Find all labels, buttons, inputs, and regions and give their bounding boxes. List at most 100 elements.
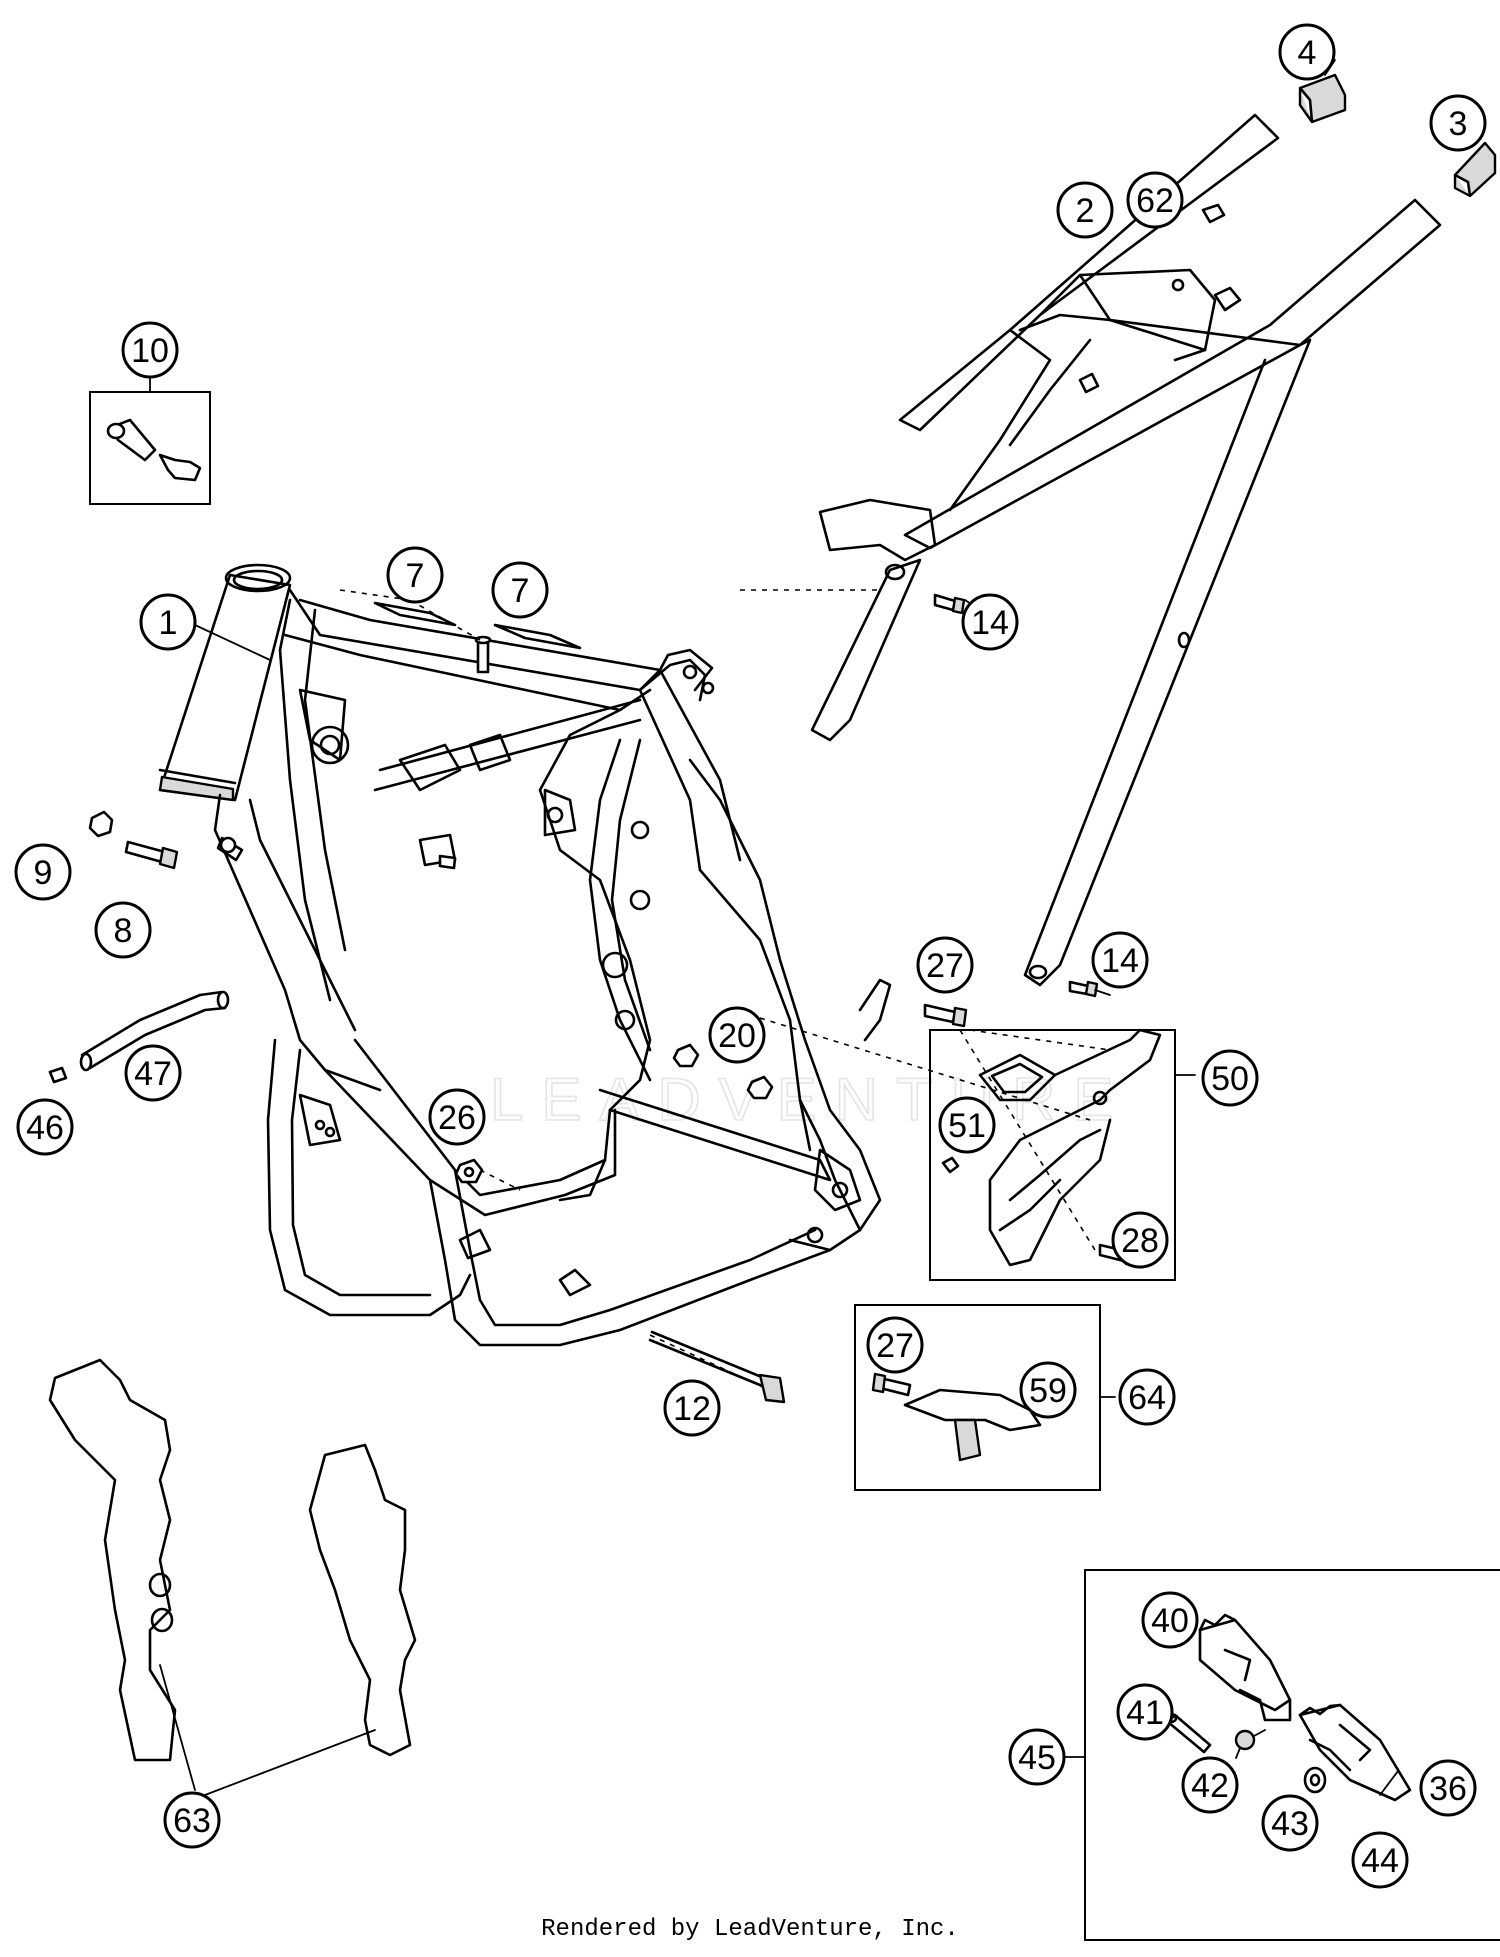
callout-label: 62	[1136, 182, 1174, 220]
callout-circle	[866, 1316, 924, 1374]
bolt-8	[124, 840, 179, 870]
pin-41	[1164, 1712, 1212, 1754]
callout-circle	[1141, 1591, 1199, 1649]
callout-label: 14	[1101, 942, 1139, 980]
callout-label: 7	[406, 557, 425, 595]
callout-62: 62	[1126, 171, 1184, 229]
callout-2: 2	[1056, 181, 1114, 239]
main-frame-drawing	[158, 563, 892, 1347]
callout-label: 27	[926, 947, 964, 985]
bushing-62	[1201, 203, 1226, 224]
callout-label: 2	[1076, 192, 1095, 230]
washer-51	[941, 1156, 960, 1174]
bolt-27-b	[871, 1372, 912, 1397]
callout-label: 43	[1271, 1805, 1309, 1843]
callout-label: 63	[173, 1802, 211, 1840]
callout-circle	[708, 1006, 766, 1064]
callout-circle	[1429, 94, 1487, 152]
callout-label: 7	[511, 572, 530, 610]
lock-10	[106, 418, 202, 482]
callout-label: 12	[673, 1390, 711, 1428]
callout-label: 45	[1018, 1739, 1056, 1777]
callout-label: 9	[34, 854, 53, 892]
callout-circle	[94, 901, 152, 959]
callout-label: 3	[1449, 105, 1468, 143]
callout-label: 28	[1121, 1222, 1159, 1260]
frame-protector-63-right	[308, 1443, 417, 1757]
callout-label: 42	[1191, 1767, 1229, 1805]
spring-42	[1234, 1729, 1266, 1759]
callout-circle	[1278, 23, 1336, 81]
callout-label: 46	[26, 1109, 64, 1147]
nut-20-a	[672, 1043, 700, 1068]
callout-circle	[121, 321, 179, 379]
callout-label: 41	[1126, 1694, 1164, 1732]
footer-credit: Rendered by LeadVenture, Inc.	[541, 1916, 959, 1943]
subframe-drawing	[810, 113, 1442, 987]
nut-20-b	[746, 1075, 774, 1100]
callout-27: 27	[866, 1316, 924, 1374]
callout-circle	[1116, 1683, 1174, 1741]
clip-46	[48, 1066, 68, 1084]
washer-43	[1303, 1766, 1327, 1794]
callout-7: 7	[491, 561, 549, 619]
callout-label: 50	[1211, 1060, 1249, 1098]
decal-7-left	[373, 601, 457, 627]
callout-59: 59	[1019, 1361, 1077, 1419]
callout-circle	[1091, 931, 1149, 989]
callout-circle	[663, 1379, 721, 1437]
callout-41: 41	[1116, 1683, 1174, 1741]
footpeg-40	[1198, 1613, 1292, 1722]
nut-26	[454, 1158, 484, 1184]
callout-label: 14	[971, 604, 1009, 642]
callout-26: 26	[428, 1088, 486, 1146]
callout-label: 4	[1298, 34, 1317, 72]
callout-10: 10	[121, 321, 179, 379]
brake-pedal	[978, 1028, 1162, 1267]
nut-9	[88, 810, 114, 838]
callout-label: 47	[134, 1055, 172, 1093]
callout-46: 46	[16, 1098, 74, 1156]
callout-label: 1	[159, 604, 178, 642]
callout-circle	[491, 561, 549, 619]
callout-50: 50	[1201, 1049, 1259, 1107]
screw-14-bottom	[1068, 980, 1099, 998]
callout-64: 64	[1118, 1368, 1176, 1426]
callout-51: 51	[938, 1096, 996, 1154]
callout-42: 42	[1181, 1756, 1239, 1814]
callout-9: 9	[14, 843, 72, 901]
callout-label: 44	[1361, 1842, 1399, 1880]
callout-circle	[1056, 181, 1114, 239]
callout-8: 8	[94, 901, 152, 959]
callout-36: 36	[1419, 1759, 1477, 1817]
callout-circle	[916, 936, 974, 994]
callout-label: 10	[131, 332, 169, 370]
callout-7: 7	[386, 546, 444, 604]
callout-12: 12	[663, 1379, 721, 1437]
callout-label: 59	[1029, 1372, 1067, 1410]
callout-circle	[1126, 171, 1184, 229]
callout-circle	[16, 1098, 74, 1156]
callout-44: 44	[1351, 1831, 1409, 1889]
callout-27: 27	[916, 936, 974, 994]
callout-circle	[1351, 1831, 1409, 1889]
footpeg-36	[1298, 1703, 1412, 1802]
callout-1: 1	[139, 593, 197, 651]
callout-circle	[961, 593, 1019, 651]
callout-63: 63	[163, 1791, 221, 1849]
callout-circle	[1019, 1361, 1077, 1419]
callout-circle	[1118, 1368, 1176, 1426]
callout-3: 3	[1429, 94, 1487, 152]
end-cap-3	[1453, 141, 1497, 198]
callout-label: 27	[876, 1327, 914, 1365]
callout-circle	[428, 1088, 486, 1146]
callout-label: 26	[438, 1099, 476, 1137]
callout-14: 14	[1091, 931, 1149, 989]
callout-label: 20	[718, 1017, 756, 1055]
callout-40: 40	[1141, 1591, 1199, 1649]
cotter-pin-44	[1379, 1770, 1399, 1796]
bolt-12	[648, 1330, 786, 1404]
callout-circle	[1201, 1049, 1259, 1107]
